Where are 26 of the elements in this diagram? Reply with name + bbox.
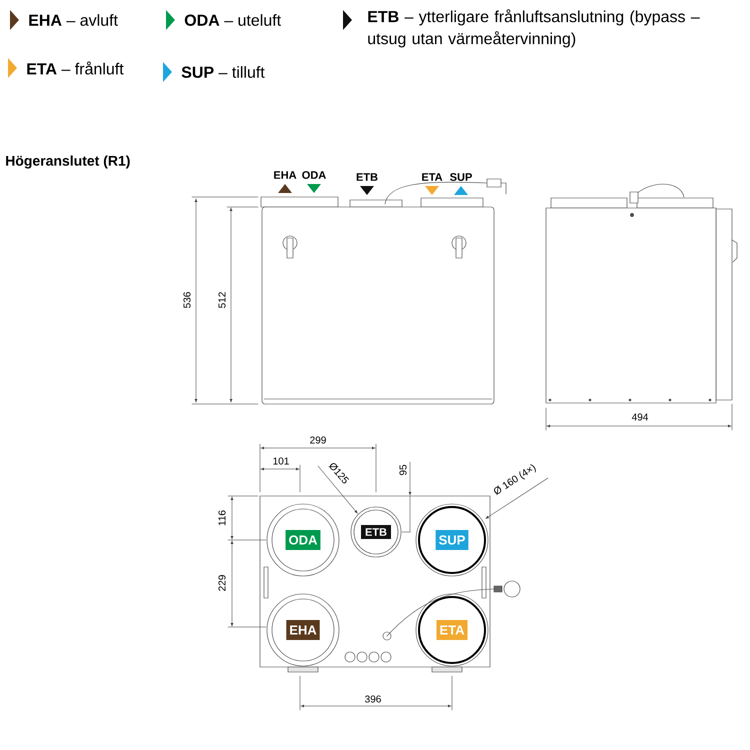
dimension-label: 396	[365, 695, 381, 703]
dimension-label: 536	[183, 292, 191, 308]
legend-text: EHA – avluft	[29, 14, 118, 26]
port-label-box: SUP	[436, 530, 468, 550]
port-label-box: EHA	[286, 620, 320, 640]
port-label-box: ODA	[286, 530, 320, 550]
port-label: ETB	[356, 173, 378, 181]
port-label-box: ETB	[361, 525, 391, 539]
legend-text: SUP – tilluft	[182, 66, 265, 78]
port-label-box: ETA	[436, 620, 468, 640]
dimension-label: 229	[218, 575, 226, 591]
dimension-label: 101	[273, 457, 289, 465]
legend-text: ETA – frånluft	[27, 61, 124, 75]
dimension-label: 512	[218, 292, 226, 308]
dimension-label: 95	[399, 464, 407, 476]
dimension-label: 116	[218, 510, 226, 526]
dimension-label: 494	[632, 413, 648, 421]
dimension-label: 299	[310, 436, 326, 444]
legend-text: ETB – ytterligare frånluftsanslutning (bypass – utsug utan värmeåtervinning)	[368, 9, 700, 48]
legend-text: ODA – uteluft	[184, 14, 281, 26]
dimension-label: Ø 160 (4×)	[494, 464, 536, 496]
port-label: ETA	[422, 173, 442, 181]
section-heading: Högeranslutet (R1)	[6, 155, 130, 169]
port-label: ODA	[302, 171, 326, 179]
port-label: EHA	[274, 171, 296, 179]
port-label: SUP	[450, 173, 472, 181]
